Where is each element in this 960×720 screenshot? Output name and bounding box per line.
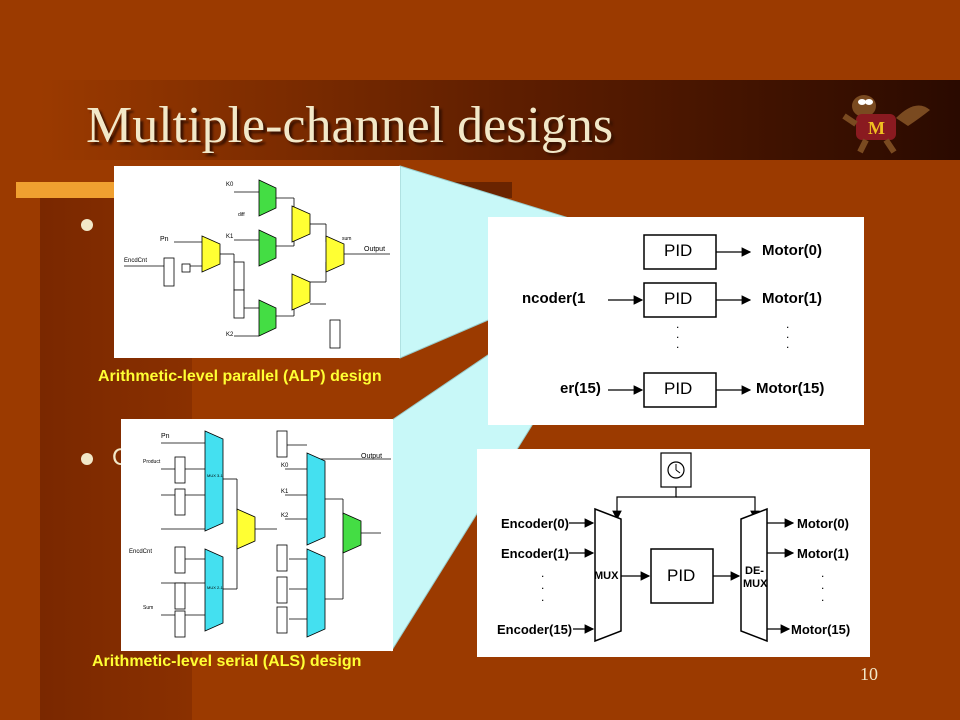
alp-k1: K1 [226, 234, 234, 240]
als-mux-4 [306, 548, 326, 638]
als-schematic: Pn EncdCnt Output K0 K1 K2 Product Sum M… [121, 419, 393, 651]
svg-text:M: M [868, 118, 885, 138]
als-mult [342, 512, 362, 554]
alp-reg-2 [233, 261, 245, 291]
alp-mult-2 [258, 229, 277, 267]
motor-label-1: Motor(1) [762, 290, 822, 307]
accent-bar [16, 182, 116, 198]
bullet-dot-1 [81, 219, 93, 231]
pid-label-15: PID [664, 379, 693, 398]
alp-reg-3 [233, 289, 245, 319]
alp-schematic: K0 K1 K2 Pn EncdCnt Output sum diff [114, 166, 400, 358]
alp-encdcnt: EncdCnt [124, 258, 148, 264]
mux-encoder-15: Encoder(15) [497, 622, 573, 637]
alp-reg-1 [163, 257, 175, 287]
als-reg-3 [174, 546, 186, 574]
pid-center-label: PID [667, 566, 696, 585]
alp-mult-1 [258, 179, 277, 217]
encoder-label-15: er(15) [560, 380, 601, 397]
als-output: Output [361, 453, 383, 460]
als-sum: Sum [143, 605, 154, 611]
als-k0: K0 [281, 463, 289, 469]
demux-block [740, 507, 768, 643]
ellipsis-demux-motor: ... [821, 566, 825, 604]
mux-encoder-1: Encoder(1) [501, 546, 569, 561]
demux-motor-1: Motor(1) [797, 546, 849, 561]
parallel-pid-diagram: PID PID PID Motor(0) Motor(1) Motor(15) … [488, 217, 864, 425]
pid-center-block [650, 548, 714, 604]
alp-output: Output [364, 246, 386, 253]
als-product: Product [143, 459, 161, 465]
als-mux31-label: MUX 3-1 [207, 473, 223, 478]
ellipsis-motor: ... [786, 317, 790, 351]
slide-title: Multiple-channel designs [86, 97, 614, 154]
caption-als: Arithmetic-level serial (ALS) design [92, 653, 362, 670]
als-pn: Pn [161, 433, 170, 440]
demux-label-1: DE- [745, 565, 764, 577]
ellipsis-pid: ... [676, 317, 680, 351]
ellipsis-encoder: ... [541, 566, 545, 604]
page-number: 10 [860, 664, 878, 684]
pid-label-1: PID [664, 289, 693, 308]
als-reg-7 [276, 544, 288, 572]
demux-label-2: MUX [743, 578, 768, 590]
alp-adder-4 [291, 273, 311, 311]
gopher-mascot-logo: M [842, 95, 930, 154]
als-mux-2 [204, 548, 224, 632]
alp-k0: K0 [226, 182, 234, 188]
als-reg-6 [276, 430, 288, 458]
als-mux-1 [204, 430, 224, 532]
als-reg-8 [276, 576, 288, 604]
als-reg-5 [174, 610, 186, 638]
alp-diff: diff [238, 212, 245, 218]
caption-alp: Arithmetic-level parallel (ALP) design [98, 368, 382, 385]
als-reg-9 [276, 606, 288, 634]
alp-reg-4 [329, 319, 341, 349]
alp-mult-3 [258, 299, 277, 337]
mux-label: MUX [594, 570, 619, 582]
als-mux21-label: MUX 2-1 [207, 585, 223, 590]
demux-motor-0: Motor(0) [797, 516, 849, 531]
alp-k2: K2 [226, 332, 234, 338]
pid-block-15 [643, 372, 717, 408]
multiplexed-pid-diagram: Encoder(0) Encoder(1) Encoder(15) Motor(… [477, 449, 870, 657]
alp-adder-1 [201, 235, 221, 273]
alp-subtract [181, 263, 191, 273]
alp-adder-3 [325, 235, 345, 273]
als-k1: K1 [281, 489, 289, 495]
alp-sum: sum [342, 236, 352, 242]
als-encdcnt: EncdCnt [129, 549, 153, 555]
mux-encoder-0: Encoder(0) [501, 516, 569, 531]
als-reg-1 [174, 456, 186, 484]
title-bar [40, 80, 960, 160]
als-adder [236, 508, 256, 550]
pid-label-0: PID [664, 241, 693, 260]
demux-motor-15: Motor(15) [791, 622, 851, 637]
motor-label-0: Motor(0) [762, 242, 822, 259]
als-reg-4 [174, 582, 186, 610]
bullet-dot-2 [81, 453, 93, 465]
motor-label-15: Motor(15) [756, 380, 825, 397]
encoder-label-1: ncoder(1 [522, 290, 586, 307]
als-reg-2 [174, 488, 186, 516]
als-mux-3 [306, 452, 326, 546]
als-k2: K2 [281, 513, 289, 519]
alp-adder-2 [291, 205, 311, 243]
mux-block [594, 507, 622, 643]
pid-block-1 [643, 282, 717, 318]
alp-pn: Pn [160, 236, 169, 243]
